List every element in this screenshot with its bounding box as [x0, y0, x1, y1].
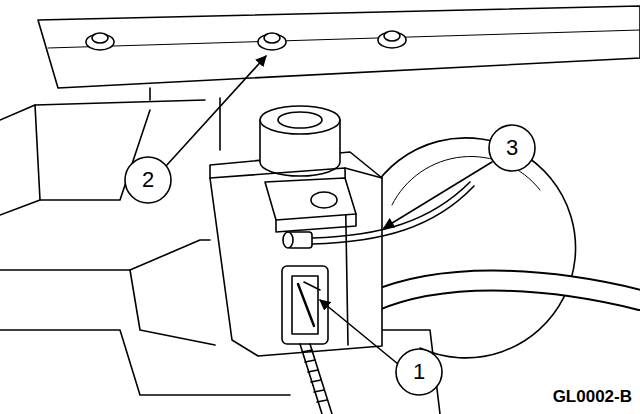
callout-circle [125, 157, 171, 203]
leader-line [320, 300, 398, 364]
callout-circle [489, 125, 535, 171]
cowl-panel [38, 6, 640, 88]
callout-circle [396, 349, 442, 395]
callout-number: 3 [506, 137, 518, 159]
module-body [210, 106, 382, 356]
leader-line [384, 162, 492, 228]
body-structure [0, 88, 440, 414]
hose-fill [372, 281, 640, 302]
hose [372, 281, 640, 302]
background-disc [372, 138, 576, 358]
electrical-connector [282, 266, 332, 414]
callout-number: 2 [142, 169, 154, 191]
brake-tube [283, 182, 474, 248]
callout-number: 1 [413, 361, 425, 383]
leader-line [166, 56, 266, 166]
figure-code: GL0002-B [553, 388, 632, 405]
